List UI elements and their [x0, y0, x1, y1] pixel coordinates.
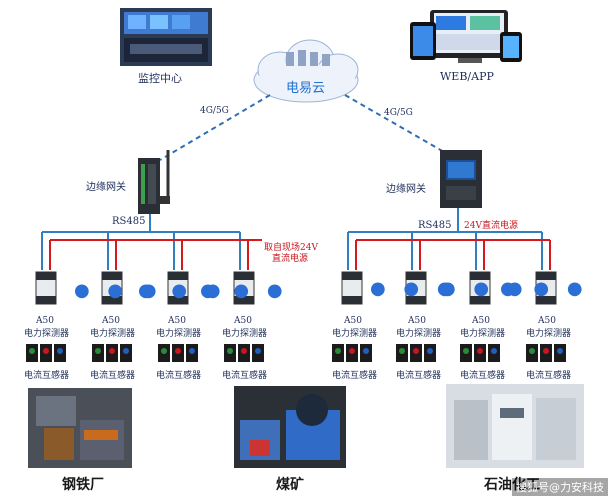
- probe-model: A50: [538, 316, 556, 326]
- power-detector-device: [101, 271, 123, 305]
- power-detector-device: [405, 271, 427, 305]
- ct-label: 电流互感器: [332, 371, 378, 381]
- ct-sensors: [26, 344, 566, 362]
- current-transformer: [424, 344, 436, 362]
- current-transformer: [54, 344, 66, 362]
- right-power-note: 24V直流电源: [464, 221, 518, 231]
- ct-label: 电流互感器: [156, 371, 202, 381]
- right-gateway-device: [440, 150, 482, 208]
- web-app-label: WEB/APP: [440, 70, 494, 83]
- current-transformer: [554, 344, 566, 362]
- site-steel-label: 钢铁厂: [62, 477, 104, 493]
- ct-label: 电流互感器: [526, 371, 572, 381]
- current-transformer: [526, 344, 538, 362]
- probe-model: A50: [102, 316, 120, 326]
- probe-model: A50: [168, 316, 186, 326]
- right-dots-3: ● ● ●: [500, 278, 589, 299]
- coal-mine-photo: [234, 386, 346, 468]
- probe-model: A50: [234, 316, 252, 326]
- current-transformer: [410, 344, 422, 362]
- power-detector-device: [535, 271, 557, 305]
- site-coal-label: 煤矿: [276, 477, 304, 493]
- steel-plant-photo: [28, 388, 132, 468]
- probe-name: 电力探测器: [156, 329, 202, 339]
- power-detector-device: [35, 271, 57, 305]
- current-transformer: [474, 344, 486, 362]
- left-power-note-2: 直流电源: [272, 254, 309, 264]
- current-transformer: [252, 344, 264, 362]
- web-app-photo: [410, 10, 522, 63]
- power-detector-device: [167, 271, 189, 305]
- power-detector-device: [233, 271, 255, 305]
- current-transformer: [332, 344, 344, 362]
- current-transformer: [40, 344, 52, 362]
- probe-devices: [35, 271, 557, 305]
- probe-name: 电力探测器: [24, 329, 70, 339]
- probe-model: A50: [472, 316, 490, 326]
- power-detector-device: [341, 271, 363, 305]
- probe-model: A50: [36, 316, 54, 326]
- link-left-label: 4G/5G: [200, 106, 229, 116]
- right-gateway-label: 边缘网关: [386, 184, 426, 195]
- left-power-note-1: 取自现场24V: [264, 243, 318, 253]
- left-gateway-label: 边缘网关: [86, 182, 126, 193]
- probe-name: 电力探测器: [332, 329, 378, 339]
- link-right-label: 4G/5G: [384, 108, 413, 118]
- link-right-dashed: [344, 94, 459, 161]
- petrochemical-photo: [446, 384, 584, 468]
- cloud-label: 电易云: [286, 81, 326, 96]
- current-transformer: [106, 344, 118, 362]
- right-dots-1: ● ● ●: [370, 278, 459, 299]
- current-transformer: [540, 344, 552, 362]
- ct-label: 电流互感器: [222, 371, 268, 381]
- current-transformer: [488, 344, 500, 362]
- left-dots-3: ● ● ●: [200, 280, 289, 301]
- ct-label: 电流互感器: [24, 371, 70, 381]
- probe-model: A50: [344, 316, 362, 326]
- monitor-center-photo: [120, 8, 212, 66]
- right-dots-2: ● ● ●: [440, 278, 529, 299]
- left-dots-1: ● ● ●: [74, 280, 163, 301]
- cloud-shape: [253, 39, 359, 103]
- probe-name: 电力探测器: [222, 329, 268, 339]
- current-transformer: [460, 344, 472, 362]
- ct-label: 电流互感器: [396, 371, 442, 381]
- left-bus-label: RS485: [112, 216, 146, 227]
- right-rs485-bus: [347, 231, 543, 270]
- watermark: 搜狐号@力安科技: [512, 478, 608, 496]
- ct-label: 电流互感器: [90, 371, 136, 381]
- probe-name: 电力探测器: [90, 329, 136, 339]
- probe-name: 电力探测器: [526, 329, 572, 339]
- power-detector-device: [469, 271, 491, 305]
- left-gateway-device: [138, 150, 170, 214]
- current-transformer: [346, 344, 358, 362]
- probe-name: 电力探测器: [396, 329, 442, 339]
- right-power-line: [355, 239, 551, 270]
- right-bus-label: RS485: [418, 220, 452, 231]
- current-transformer: [92, 344, 104, 362]
- current-transformer: [120, 344, 132, 362]
- current-transformer: [158, 344, 170, 362]
- link-left-dashed: [159, 94, 271, 161]
- current-transformer: [186, 344, 198, 362]
- current-transformer: [224, 344, 236, 362]
- probe-model: A50: [408, 316, 426, 326]
- monitor-center-label: 监控中心: [138, 72, 182, 85]
- left-dots-2: ● ● ●: [138, 280, 227, 301]
- ct-label: 电流互感器: [460, 371, 506, 381]
- current-transformer: [26, 344, 38, 362]
- left-power-line: [49, 239, 262, 270]
- current-transformer: [238, 344, 250, 362]
- current-transformer: [172, 344, 184, 362]
- current-transformer: [360, 344, 372, 362]
- site-petro-label: 石油化工: [484, 477, 540, 493]
- left-rs485-bus: [41, 231, 241, 270]
- probe-name: 电力探测器: [460, 329, 506, 339]
- current-transformer: [396, 344, 408, 362]
